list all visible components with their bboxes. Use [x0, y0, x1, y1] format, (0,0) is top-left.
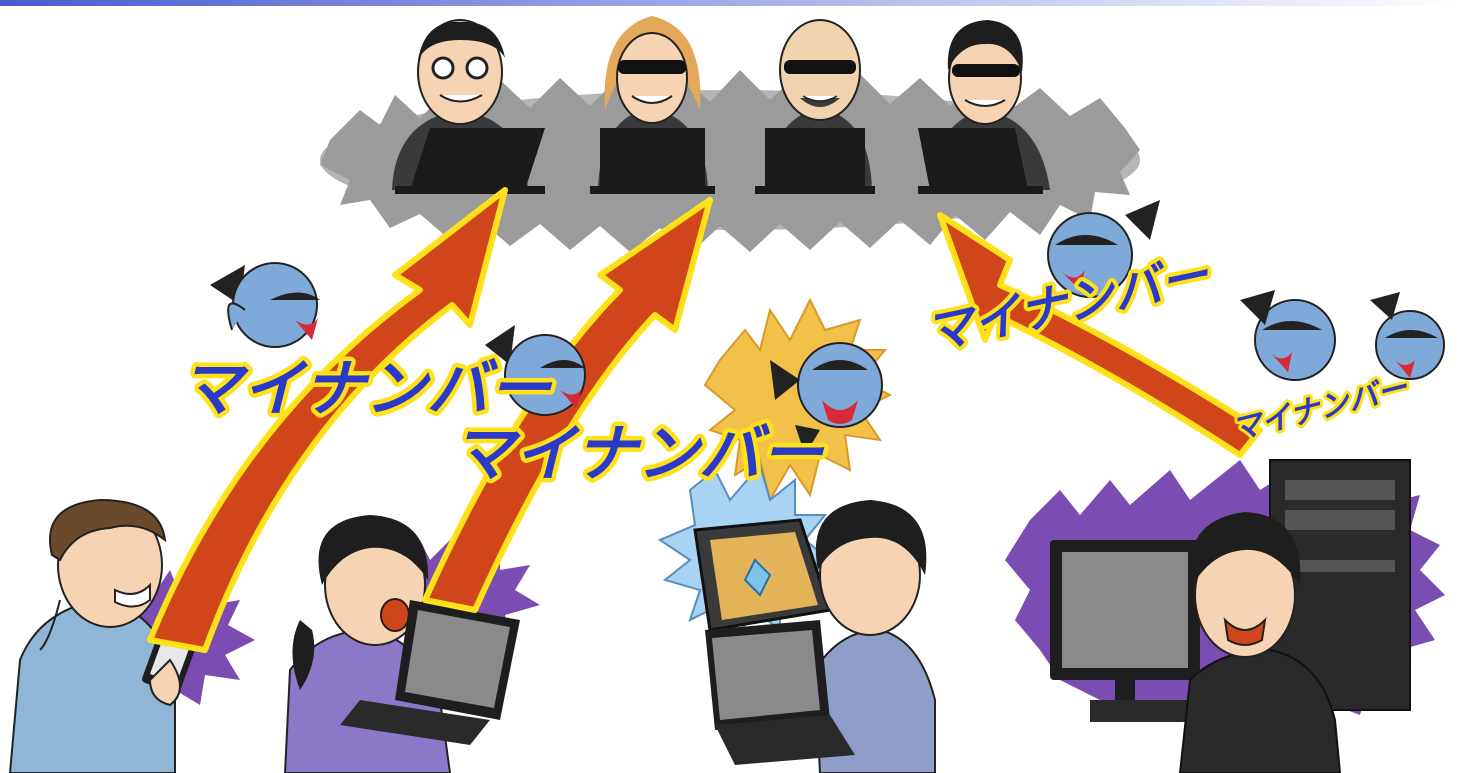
arrow-left [147, 187, 508, 653]
virus-center-left [485, 325, 586, 416]
virus-far-right-1 [1240, 290, 1336, 381]
hacker-cloud [320, 70, 1140, 254]
label-center: マイナンバー [452, 417, 825, 490]
virus-mascots [210, 200, 1445, 455]
top-accent-band [0, 0, 1460, 6]
label-right-small: マイナンバー [1228, 370, 1412, 448]
desktop-pc-user [1050, 459, 1411, 773]
virus-burst [770, 342, 883, 455]
label-left: マイナンバー [180, 352, 553, 425]
laptop-user-woman [283, 515, 520, 773]
virus-far-right-2 [1370, 292, 1445, 380]
hackers-row [392, 16, 1050, 194]
hacker-laptops [395, 128, 1043, 194]
virus-left [210, 262, 320, 348]
smartphone-user [8, 498, 198, 773]
arrow-right [937, 212, 1263, 458]
blocked-attack [657, 297, 936, 773]
virus-right [1047, 200, 1160, 298]
